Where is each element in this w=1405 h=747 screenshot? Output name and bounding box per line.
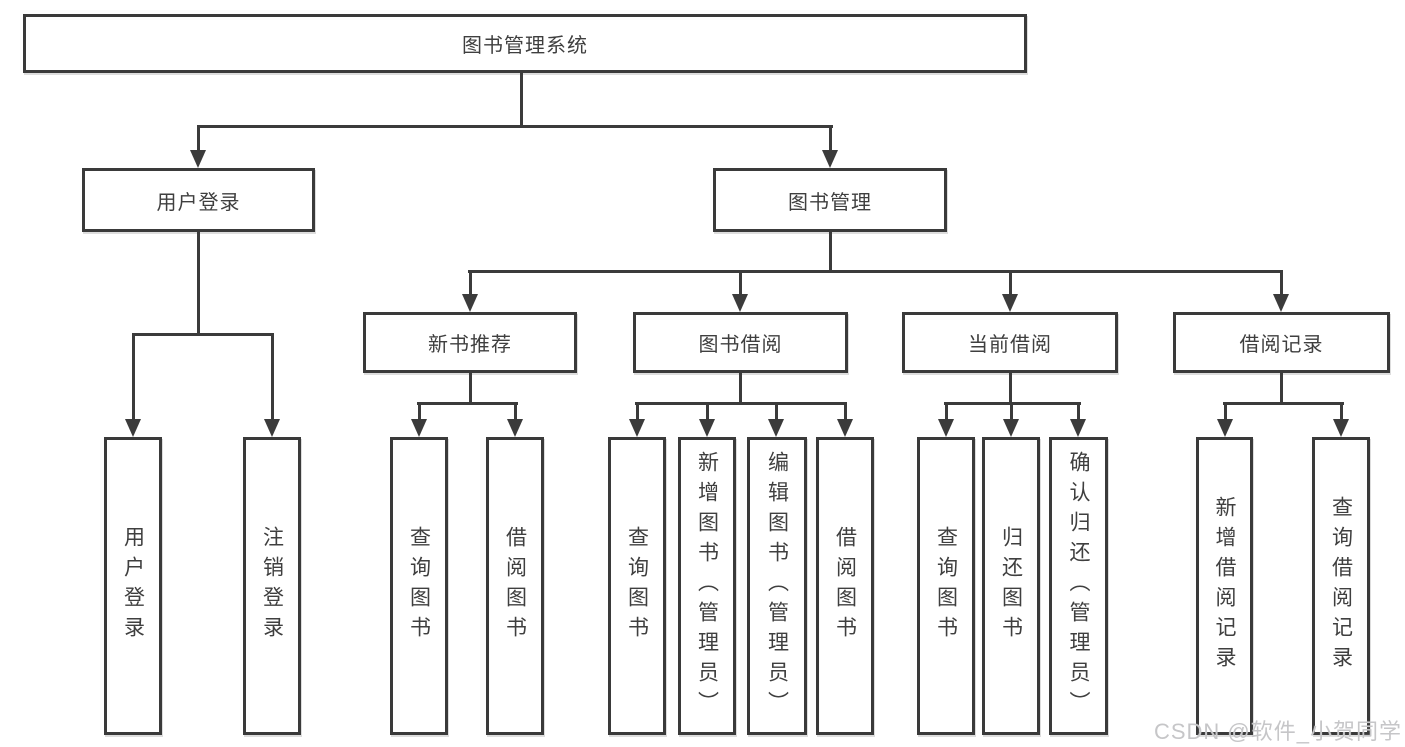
arrowhead-g2-edit: [768, 419, 784, 437]
arrowhead-g3-confirm: [1070, 419, 1086, 437]
arrowhead-g4-add: [1217, 419, 1233, 437]
connector-arrow-shaft-g3-return: [1010, 404, 1013, 419]
arrowhead-g2-query: [629, 419, 645, 437]
node-new-book-recommend-label: 新书推荐: [428, 334, 512, 356]
leaf-g1-query-books-label: 查询图书: [407, 526, 431, 646]
connector-g1-branch: [417, 402, 518, 405]
connector-arrow-shaft-user-login: [197, 127, 200, 150]
leaf-g1-borrow-books-label: 借阅图书: [503, 526, 527, 646]
node-book-management: 图书管理: [713, 168, 947, 232]
arrowhead-g2-add: [699, 419, 715, 437]
connector-g2-trunk: [739, 373, 742, 404]
arrowhead-g1-query: [411, 419, 427, 437]
leaf-g3-confirm-return-admin: 确认归还（管理员）: [1049, 437, 1108, 735]
connector-mgmt-branch: [468, 270, 1283, 273]
leaf-g3-return-books: 归还图书: [982, 437, 1040, 735]
leaf-g2-edit-books-admin: 编辑图书（管理员）: [747, 437, 807, 735]
node-user-login-label: 用户登录: [156, 191, 241, 214]
leaf-g4-query-borrow-record: 查询借阅记录: [1312, 437, 1370, 735]
arrowhead-book-mgmt: [822, 150, 838, 168]
connector-arrow-shaft-g4-add: [1224, 404, 1227, 419]
arrowhead-current-borrow: [1002, 294, 1018, 312]
arrowhead-login: [125, 419, 141, 437]
leaf-g3-return-books-label: 归还图书: [999, 526, 1023, 646]
leaf-user-login: 用户登录: [104, 437, 162, 735]
connector-g1-trunk: [469, 373, 472, 404]
arrowhead-book-borrow: [732, 294, 748, 312]
node-root-label: 图书管理系统: [462, 35, 588, 57]
arrowhead-g3-query: [938, 419, 954, 437]
leaf-logout: 注销登录: [243, 437, 301, 735]
connector-arrow-shaft-g2-add: [706, 404, 709, 419]
arrowhead-g4-query: [1333, 419, 1349, 437]
connector-user-branch: [132, 333, 274, 336]
leaf-g3-confirm-return-admin-label: 确认归还（管理员）: [1067, 451, 1090, 721]
arrowhead-logout: [264, 419, 280, 437]
connector-arrow-shaft-login: [132, 335, 135, 419]
arrowhead-g2-borrow: [837, 419, 853, 437]
connector-arrow-shaft-g2-edit: [775, 404, 778, 419]
leaf-g1-borrow-books: 借阅图书: [486, 437, 544, 735]
connector-arrow-shaft-new-books: [469, 272, 472, 294]
leaf-g2-borrow-books: 借阅图书: [816, 437, 874, 735]
leaf-g2-add-books-admin-label: 新增图书（管理员）: [695, 451, 719, 721]
connector-arrow-shaft-book-mgmt: [829, 127, 832, 150]
leaf-g2-add-books-admin: 新增图书（管理员）: [678, 437, 736, 735]
node-book-borrow-label: 图书借阅: [698, 334, 783, 356]
leaf-g3-query-books: 查询图书: [917, 437, 975, 735]
connector-arrow-shaft-g4-query: [1340, 404, 1343, 419]
csdn-watermark: CSDN @软件_小贺同学: [1153, 719, 1402, 744]
connector-g2-branch: [635, 402, 847, 405]
connector-g3-trunk: [1009, 373, 1012, 404]
connector-arrow-shaft-g2-query: [636, 404, 639, 419]
node-book-management-label: 图书管理: [788, 191, 872, 214]
leaf-g2-edit-books-admin-label: 编辑图书（管理员）: [765, 451, 789, 721]
leaf-g4-add-borrow-record: 新增借阅记录: [1196, 437, 1253, 735]
connector-arrow-shaft-logout: [271, 335, 274, 419]
node-current-borrow: 当前借阅: [902, 312, 1118, 373]
connector-g4-trunk: [1280, 373, 1283, 404]
leaf-user-login-label: 用户登录: [121, 526, 145, 646]
connector-arrow-shaft-g1-borrow: [514, 404, 517, 419]
arrowhead-new-books: [462, 294, 478, 312]
node-current-borrow-label: 当前借阅: [968, 334, 1052, 356]
connector-g4-branch: [1223, 402, 1344, 405]
connector-arrow-shaft-g1-query: [418, 404, 421, 419]
arrowhead-g1-borrow: [507, 419, 523, 437]
connector-arrow-shaft-current-borrow: [1009, 272, 1012, 294]
arrowhead-g3-return: [1003, 419, 1019, 437]
connector-root-branch: [197, 125, 833, 128]
leaf-g3-query-books-label: 查询图书: [934, 526, 958, 646]
connector-arrow-shaft-g3-query: [945, 404, 948, 419]
leaf-g2-query-books-label: 查询图书: [625, 526, 649, 646]
leaf-g2-query-books: 查询图书: [608, 437, 666, 735]
leaf-logout-label: 注销登录: [260, 526, 284, 646]
connector-arrow-shaft-g3-confirm: [1077, 404, 1080, 419]
leaf-g2-borrow-books-label: 借阅图书: [833, 526, 857, 646]
arrowhead-user-login: [190, 150, 206, 168]
node-root-system: 图书管理系统: [23, 14, 1027, 73]
leaf-g4-query-borrow-record-label: 查询借阅记录: [1329, 496, 1353, 676]
connector-mgmt-trunk: [829, 232, 832, 272]
connector-arrow-shaft-book-borrow: [739, 272, 742, 294]
node-borrow-records-label: 借阅记录: [1239, 334, 1324, 356]
connector-arrow-shaft-g2-borrow: [844, 404, 847, 419]
connector-g3-branch: [944, 402, 1081, 405]
connector-root-trunk: [520, 73, 523, 127]
leaf-g1-query-books: 查询图书: [390, 437, 448, 735]
connector-user-trunk: [197, 232, 200, 335]
leaf-g4-add-borrow-record-label: 新增借阅记录: [1213, 496, 1236, 676]
node-book-borrow: 图书借阅: [633, 312, 848, 373]
node-new-book-recommend: 新书推荐: [363, 312, 577, 373]
node-borrow-records: 借阅记录: [1173, 312, 1390, 373]
node-user-login: 用户登录: [82, 168, 315, 232]
arrowhead-borrow-records: [1273, 294, 1289, 312]
connector-arrow-shaft-borrow-records: [1280, 272, 1283, 294]
